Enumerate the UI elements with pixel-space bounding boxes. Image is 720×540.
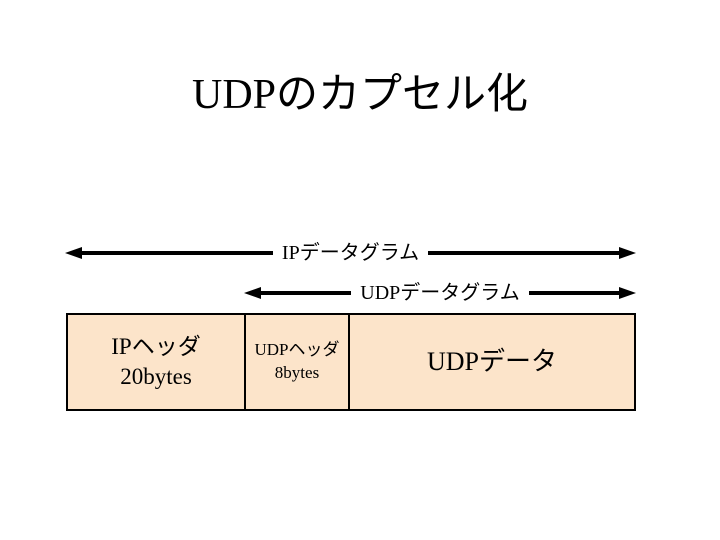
arrow-right-head-icon — [619, 287, 637, 299]
ip-header-size: 20bytes — [120, 364, 192, 389]
udp-header-label: UDPヘッダ — [254, 340, 340, 360]
arrow-shaft — [428, 251, 619, 255]
udp-header-size: 8bytes — [274, 363, 320, 382]
arrow-shaft — [261, 291, 352, 295]
ip-datagram-arrow: IPデータグラム — [65, 239, 636, 267]
slide-title: UDPのカプセル化 — [191, 72, 529, 118]
udp-datagram-label: UDPデータグラム — [360, 282, 520, 304]
udp-header-cell: UDPヘッダ 8bytes — [246, 315, 350, 409]
arrow-right-head-icon — [619, 247, 636, 259]
arrow-shaft — [528, 291, 620, 295]
arrow-left-head-icon — [244, 287, 261, 299]
encapsulation-table: IPヘッダ 20bytes UDPヘッダ 8bytes UDPデータ — [66, 313, 636, 411]
ip-header-cell: IPヘッダ 20bytes — [68, 315, 246, 409]
udp-datagram-arrow: UDPデータグラム — [244, 279, 637, 307]
udp-data-label: UDPデータ — [426, 347, 557, 377]
arrow-shaft — [82, 251, 273, 255]
arrow-left-head-icon — [65, 247, 82, 259]
udp-data-cell: UDPデータ — [350, 315, 634, 409]
ip-header-label: IPヘッダ — [111, 334, 201, 360]
ip-datagram-label: IPデータグラム — [281, 242, 420, 264]
